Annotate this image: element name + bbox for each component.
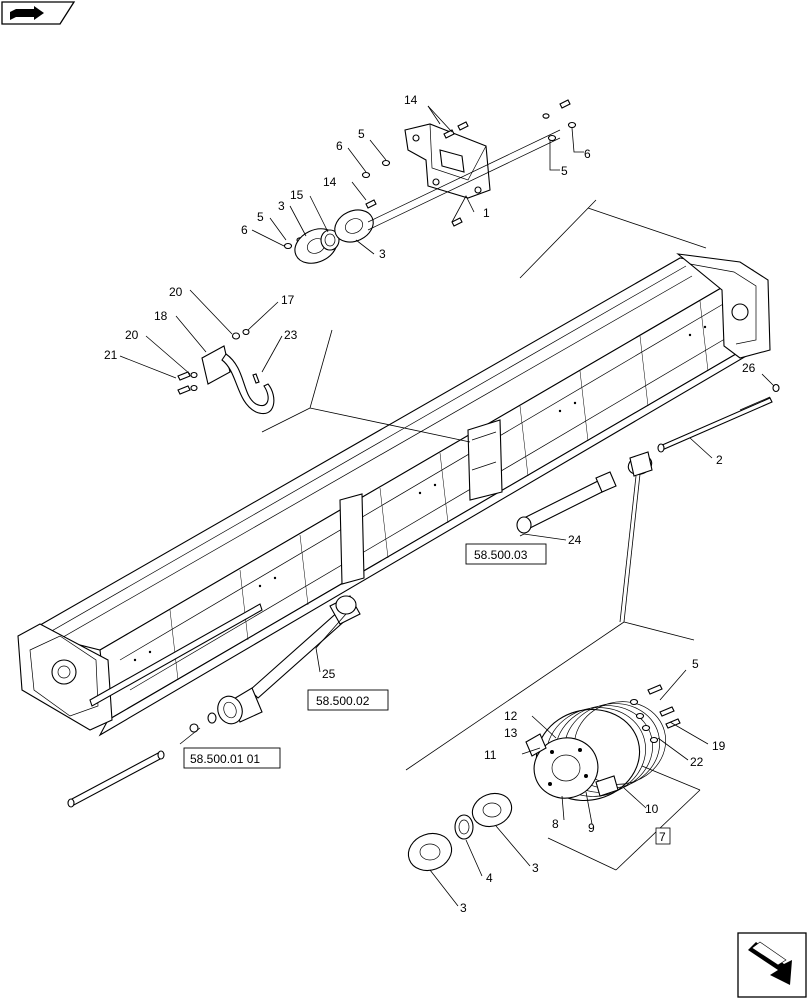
part-25-driveline bbox=[189, 595, 361, 733]
callout-14a: 14 bbox=[404, 93, 418, 107]
next-nav-button[interactable] bbox=[737, 932, 807, 998]
reference-box-58-500-02[interactable]: 58.500.02 bbox=[307, 689, 389, 711]
callout-3a: 3 bbox=[278, 199, 285, 213]
callout-21: 21 bbox=[104, 348, 118, 362]
assembly-lines bbox=[261, 199, 707, 871]
reference-58-500-03: 58.500.03 bbox=[474, 548, 528, 562]
callout-19: 19 bbox=[712, 739, 726, 753]
part-2-shaft bbox=[657, 383, 780, 453]
callout-9: 9 bbox=[588, 821, 595, 835]
fasteners-top bbox=[283, 99, 577, 250]
callout-3d: 3 bbox=[460, 901, 467, 915]
callout-24: 24 bbox=[568, 533, 582, 547]
callout-4: 4 bbox=[486, 871, 493, 885]
part-1-mounting-bracket bbox=[404, 123, 491, 199]
callout-5d: 5 bbox=[692, 657, 699, 671]
callout-7-box[interactable]: 7 bbox=[655, 827, 671, 845]
reference-58-500-02: 58.500.02 bbox=[316, 694, 370, 708]
callout-3c: 3 bbox=[532, 861, 539, 875]
next-arrow-icon bbox=[748, 941, 792, 985]
callout-6c: 6 bbox=[241, 223, 248, 237]
callout-17: 17 bbox=[281, 293, 295, 307]
reference-58-500-01-01: 58.500.01 01 bbox=[190, 752, 260, 766]
reference-box-58-500-01-01[interactable]: 58.500.01 01 bbox=[183, 747, 281, 769]
callout-6b: 6 bbox=[584, 147, 591, 161]
part-18-hook bbox=[177, 328, 275, 415]
reference-box-58-500-03[interactable]: 58.500.03 bbox=[465, 543, 547, 565]
shaft-lower-left bbox=[67, 750, 165, 808]
part-3-flange-upper bbox=[294, 209, 374, 264]
callout-12: 12 bbox=[504, 709, 518, 723]
back-nav-button[interactable] bbox=[1, 1, 76, 25]
callout-13: 13 bbox=[504, 726, 518, 740]
callout-26: 26 bbox=[742, 361, 756, 375]
callout-7: 7 bbox=[659, 830, 666, 844]
callout-3b: 3 bbox=[379, 247, 386, 261]
callout-20a: 20 bbox=[169, 285, 183, 299]
callout-2: 2 bbox=[716, 453, 723, 467]
leader-lines bbox=[119, 105, 775, 907]
callout-14b: 14 bbox=[323, 175, 337, 189]
callout-8: 8 bbox=[552, 817, 559, 831]
part-24-shaft bbox=[516, 451, 653, 534]
callout-20b: 20 bbox=[125, 328, 139, 342]
callout-15: 15 bbox=[290, 188, 304, 202]
callout-1: 1 bbox=[483, 206, 490, 220]
callout-6a: 6 bbox=[336, 139, 343, 153]
callout-5c: 5 bbox=[257, 210, 264, 224]
callout-5b: 5 bbox=[561, 164, 568, 178]
back-arrow-icon bbox=[10, 6, 44, 20]
callout-22: 22 bbox=[690, 755, 704, 769]
callout-25: 25 bbox=[322, 667, 336, 681]
main-frame bbox=[17, 253, 771, 737]
part-3-flange-lower bbox=[407, 792, 513, 872]
callout-5a: 5 bbox=[358, 127, 365, 141]
callout-18: 18 bbox=[154, 309, 168, 323]
callout-10: 10 bbox=[645, 802, 659, 816]
fasteners-pulley bbox=[629, 684, 681, 744]
callout-labels: 14 5 6 1 5 6 14 15 3 5 6 3 20 17 18 20 2… bbox=[104, 93, 756, 915]
callout-23: 23 bbox=[284, 328, 298, 342]
part-7-pulley-assembly bbox=[525, 701, 667, 802]
callout-11: 11 bbox=[484, 748, 497, 762]
